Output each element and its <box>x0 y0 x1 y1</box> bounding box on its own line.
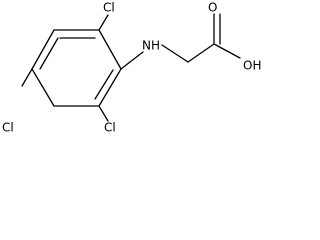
bond-to-cl-bottom <box>98 105 109 122</box>
bond-to-cl-para <box>21 68 33 87</box>
atom-label-oh: OH <box>243 59 261 73</box>
atom-label-nh: NH <box>142 39 160 53</box>
ring-bond-c5-c6 <box>31 29 55 70</box>
ring-bond-c2-c3 <box>98 68 122 107</box>
benzene-ring <box>31 29 122 107</box>
atom-label-carbonyl-o: O <box>208 1 217 15</box>
ring-double-bond-inner-1 <box>94 69 114 100</box>
ring-double-bond-inner-2 <box>39 37 59 70</box>
bond-ch2-to-carboxyl <box>187 43 215 63</box>
atom-label-cl-para: Cl <box>2 121 14 135</box>
bond-to-cl-top <box>98 14 109 31</box>
ring-bond-c1-c2 <box>98 29 122 70</box>
molecule-diagram: Cl Cl Cl NH O OH <box>0 0 274 136</box>
atom-label-cl-bottom: Cl <box>104 121 116 135</box>
atom-label-cl-top: Cl <box>103 1 115 15</box>
bond-carboxyl-to-oh <box>213 43 241 59</box>
ring-bond-c4-c5 <box>31 68 55 107</box>
bond-nh-to-ch2 <box>161 44 189 63</box>
structure-drawing: Cl Cl Cl NH O OH <box>2 1 261 135</box>
bond-ring-to-nh <box>120 51 144 70</box>
